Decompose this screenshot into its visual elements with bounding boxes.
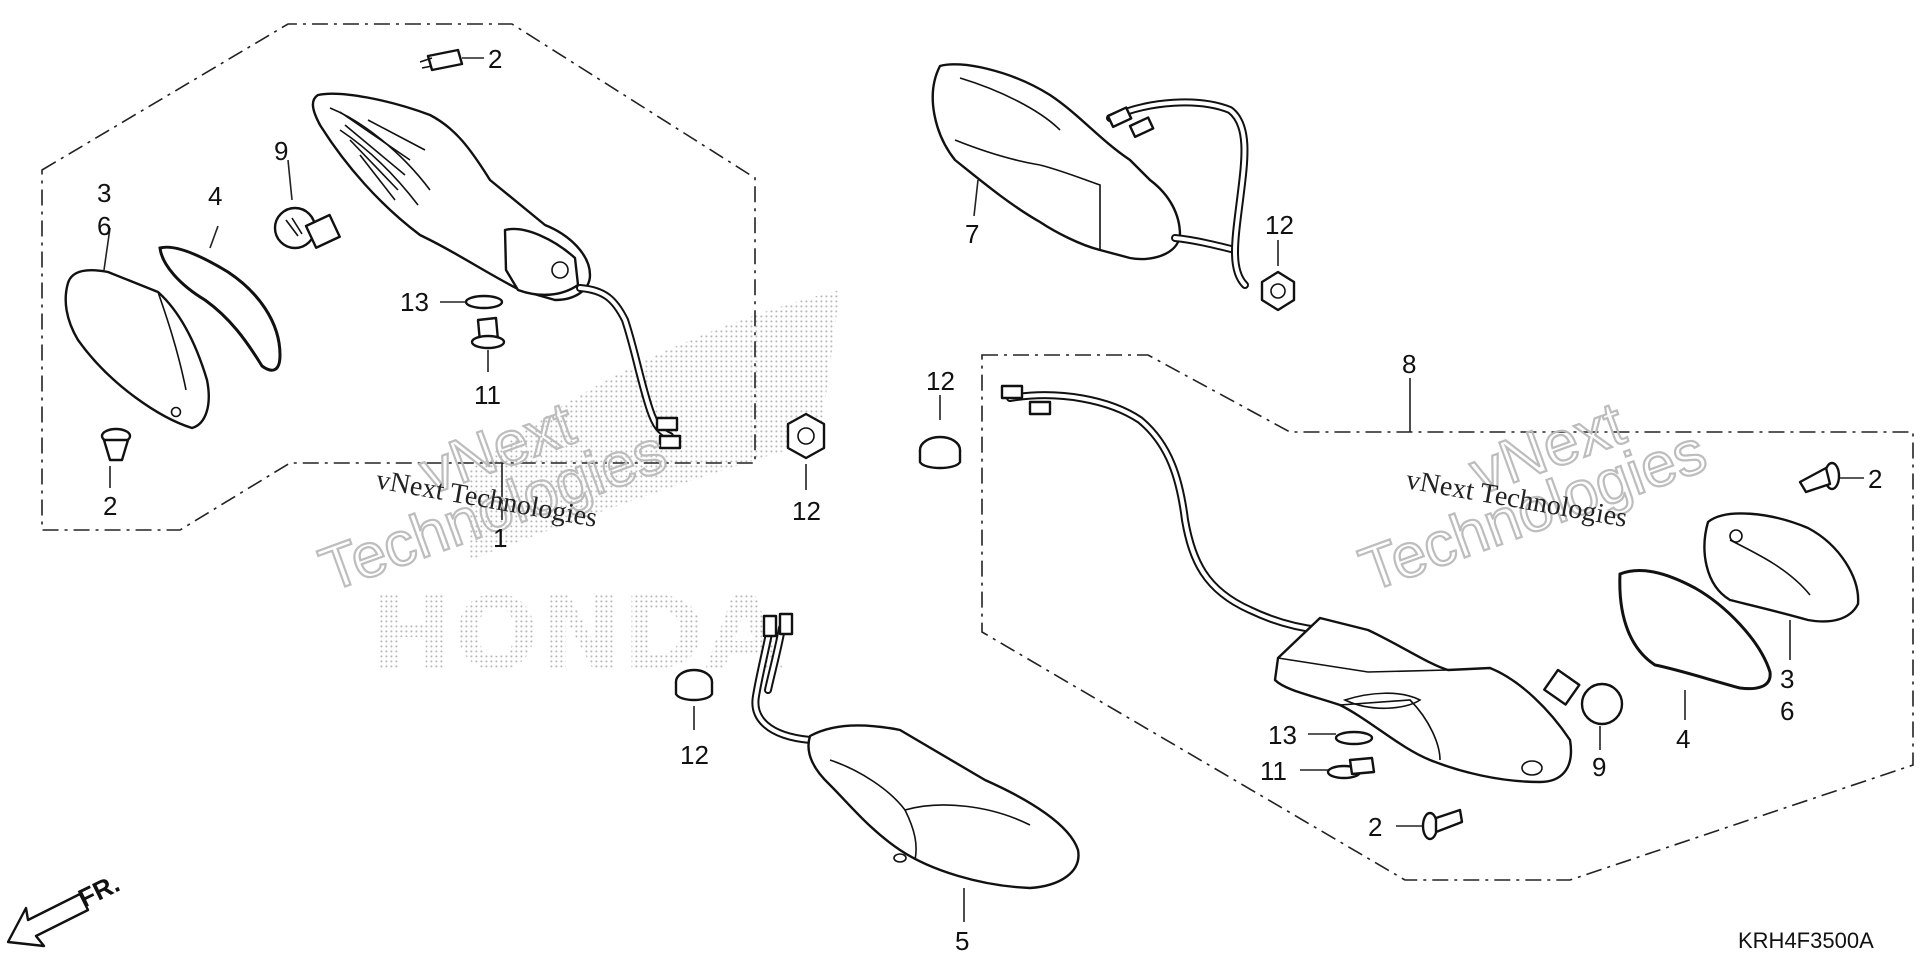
left-screw-2-top: [419, 48, 484, 72]
nut-12-center-left: [786, 412, 826, 490]
nut-12-lower: [674, 668, 714, 730]
callout-11-left: 11: [474, 380, 501, 410]
callout-7: 7: [965, 219, 979, 249]
callout-11-right: 11: [1260, 756, 1287, 786]
callout-2-left-top: 2: [488, 44, 502, 74]
nut-12-center: [918, 395, 962, 470]
callout-12-center-left: 12: [792, 496, 821, 526]
left-bolt-11: [470, 316, 506, 372]
right-screw-2-bottom: [1396, 808, 1464, 841]
right-bolt-11: [1300, 756, 1376, 780]
right-gasket-4: [1618, 568, 1772, 691]
assembly-8-right-winker: [981, 354, 1914, 881]
callout-12-center: 12: [926, 366, 955, 396]
callout-13-left: 13: [400, 287, 429, 317]
diagram-code: KRH4F3500A: [1738, 928, 1874, 953]
left-winker-body-1: [311, 92, 682, 450]
callout-4-right: 4: [1676, 724, 1690, 754]
right-lens-3-6: [1703, 512, 1860, 623]
callout-12-lower: 12: [680, 740, 709, 770]
callout-3-left: 3: [97, 178, 111, 208]
left-lens-3-6: [64, 269, 210, 430]
callout-3-right: 3: [1780, 664, 1794, 694]
honda-brand-watermark: HONDA: [370, 575, 783, 692]
assembly-1-boundary: [41, 23, 756, 531]
assembly-8-boundary: [981, 354, 1914, 881]
callout-5: 5: [955, 926, 969, 956]
left-screw-2-bottom: [100, 427, 132, 488]
front-arrow-icon: [6, 892, 90, 948]
callout-2-left-bottom: 2: [103, 491, 117, 521]
right-winker-body-8: [1273, 616, 1573, 784]
callout-8: 8: [1402, 349, 1416, 379]
right-washer-13: [1308, 730, 1374, 746]
winker-5: [751, 612, 1080, 922]
winker-7: [931, 63, 1249, 289]
left-bulb-9: [273, 206, 341, 250]
callout-2-right-top: 2: [1868, 464, 1882, 494]
callout-1: 1: [493, 523, 507, 553]
right-screw-2-top: [1798, 461, 1864, 494]
callout-2-right-bottom: 2: [1368, 812, 1382, 842]
callout-9-right: 9: [1592, 752, 1606, 782]
left-gasket-4: [158, 245, 282, 372]
nut-12-top-right: [1260, 240, 1296, 312]
assembly-1-left-winker: [41, 23, 756, 531]
callout-12-top-right: 12: [1265, 210, 1294, 240]
right-bulb-9: [1543, 668, 1624, 726]
callout-9-left: 9: [274, 136, 288, 166]
callout-4-left: 4: [208, 181, 222, 211]
callout-6-right: 6: [1780, 696, 1794, 726]
callout-13-right: 13: [1268, 720, 1297, 750]
front-direction-indicator: FR.: [6, 868, 124, 948]
callout-6-left: 6: [97, 211, 111, 241]
left-washer-13: [440, 294, 504, 310]
